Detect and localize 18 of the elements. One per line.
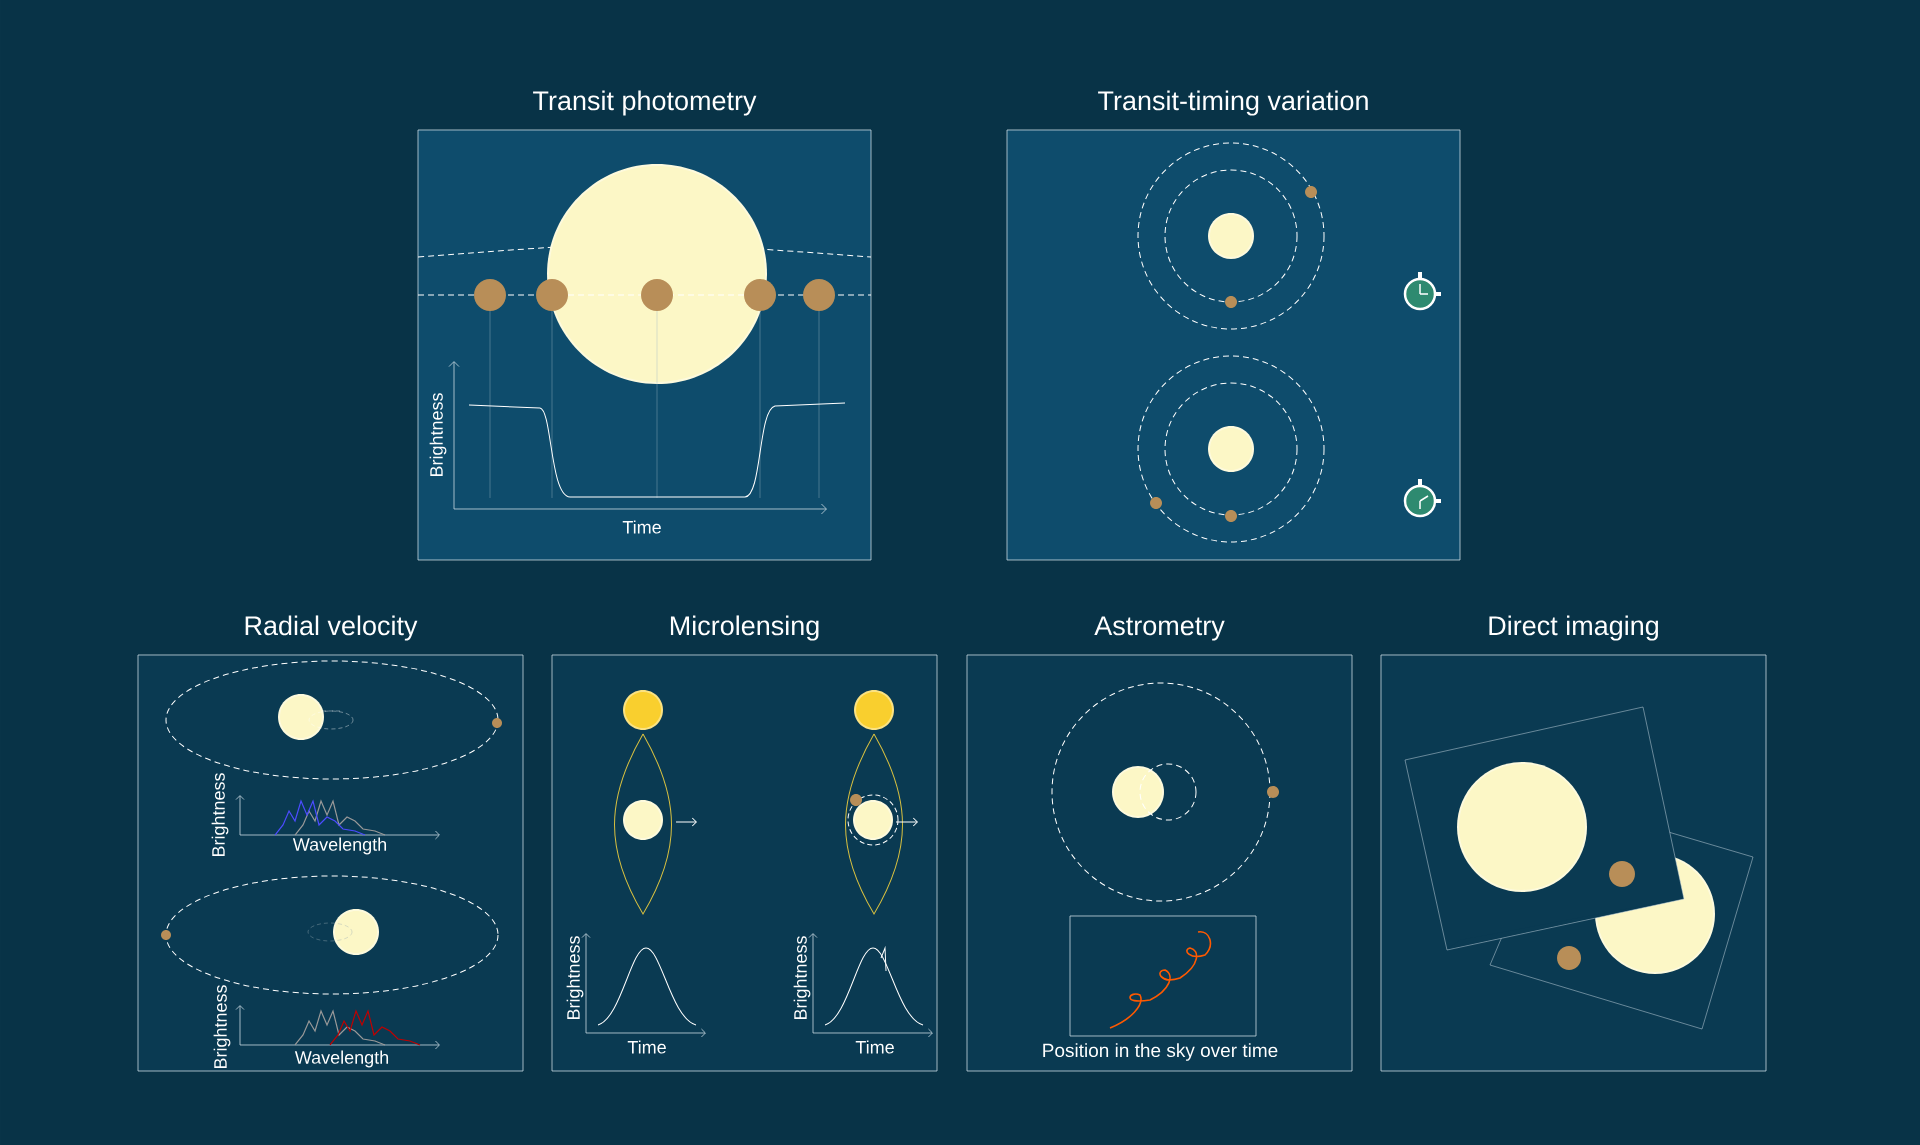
axis-label: Wavelength <box>294 1050 389 1068</box>
axis-label: Time <box>622 520 661 534</box>
axis-label: Brightness <box>211 773 229 857</box>
node-label: Direct imaging <box>1489 615 1658 641</box>
axis-label: Time <box>855 1040 894 1054</box>
axis-label: Time <box>627 1040 666 1054</box>
axis-label: Brightness <box>213 985 231 1069</box>
node-label: Radial velocity <box>245 615 418 641</box>
axis-label: Brightness <box>429 393 447 477</box>
inset-caption: Position in the sky over time <box>1043 1043 1278 1061</box>
axis-label: Brightness <box>566 936 584 1020</box>
node-label: Transit photometry <box>533 90 757 116</box>
axis-label: Wavelength <box>292 837 387 855</box>
axis-label: Brightness <box>793 936 811 1020</box>
node-label: Transit-timing variation <box>1098 90 1368 116</box>
node-label: Microlensing <box>670 615 819 641</box>
panel: Transit-timing variation <box>1006 90 1461 561</box>
node-label: Astrometry <box>1094 616 1225 641</box>
